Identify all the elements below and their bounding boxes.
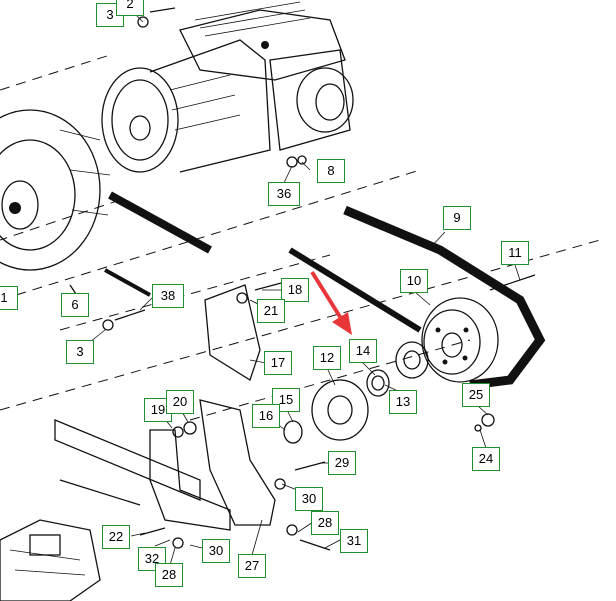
callout-part-24[interactable]: 24 xyxy=(472,447,500,471)
fasteners xyxy=(69,7,536,551)
callout-part-29[interactable]: 29 xyxy=(328,451,356,475)
guide-lines xyxy=(0,54,601,421)
callout-part-28-lower[interactable]: 28 xyxy=(155,563,183,587)
callout-part-20[interactable]: 20 xyxy=(166,390,194,414)
callout-part-2[interactable]: 2 xyxy=(116,0,144,16)
callout-part-3-lower[interactable]: 3 xyxy=(66,340,94,364)
callout-part-25[interactable]: 25 xyxy=(462,383,490,407)
hydraulic-pump xyxy=(0,519,101,601)
callout-part-27[interactable]: 27 xyxy=(238,554,266,578)
callout-part-30-lower[interactable]: 30 xyxy=(202,539,230,563)
callout-part-31[interactable]: 31 xyxy=(340,529,368,553)
highlight-arrow xyxy=(310,270,352,335)
mounting-brackets xyxy=(54,284,276,531)
callout-part-18[interactable]: 18 xyxy=(281,278,309,302)
callout-part-3[interactable]: 3 xyxy=(96,3,124,27)
callout-part-17[interactable]: 17 xyxy=(264,351,292,375)
hub-flange-parts xyxy=(283,341,429,444)
wheel-hub-assembly xyxy=(0,109,111,271)
callout-part-11[interactable]: 11 xyxy=(501,241,529,265)
callout-part-1[interactable]: 1 xyxy=(0,286,18,310)
callout-part-38[interactable]: 38 xyxy=(152,284,184,308)
callout-part-22[interactable]: 22 xyxy=(102,525,130,549)
callout-part-36[interactable]: 36 xyxy=(268,182,300,206)
pulley xyxy=(421,297,499,383)
callout-part-9[interactable]: 9 xyxy=(443,206,471,230)
callout-part-6[interactable]: 6 xyxy=(61,293,89,317)
callout-part-13[interactable]: 13 xyxy=(389,390,417,414)
callout-part-8[interactable]: 8 xyxy=(317,159,345,183)
callout-part-16[interactable]: 16 xyxy=(252,404,280,428)
drive-belt xyxy=(104,191,546,390)
callout-part-30[interactable]: 30 xyxy=(295,487,323,511)
callout-part-14[interactable]: 14 xyxy=(349,339,377,363)
callout-part-28[interactable]: 28 xyxy=(311,511,339,535)
callout-part-10[interactable]: 10 xyxy=(400,269,428,293)
motor-gearbox-assembly xyxy=(101,1,354,173)
callout-part-12[interactable]: 12 xyxy=(313,346,341,370)
callout-part-21[interactable]: 21 xyxy=(257,299,285,323)
